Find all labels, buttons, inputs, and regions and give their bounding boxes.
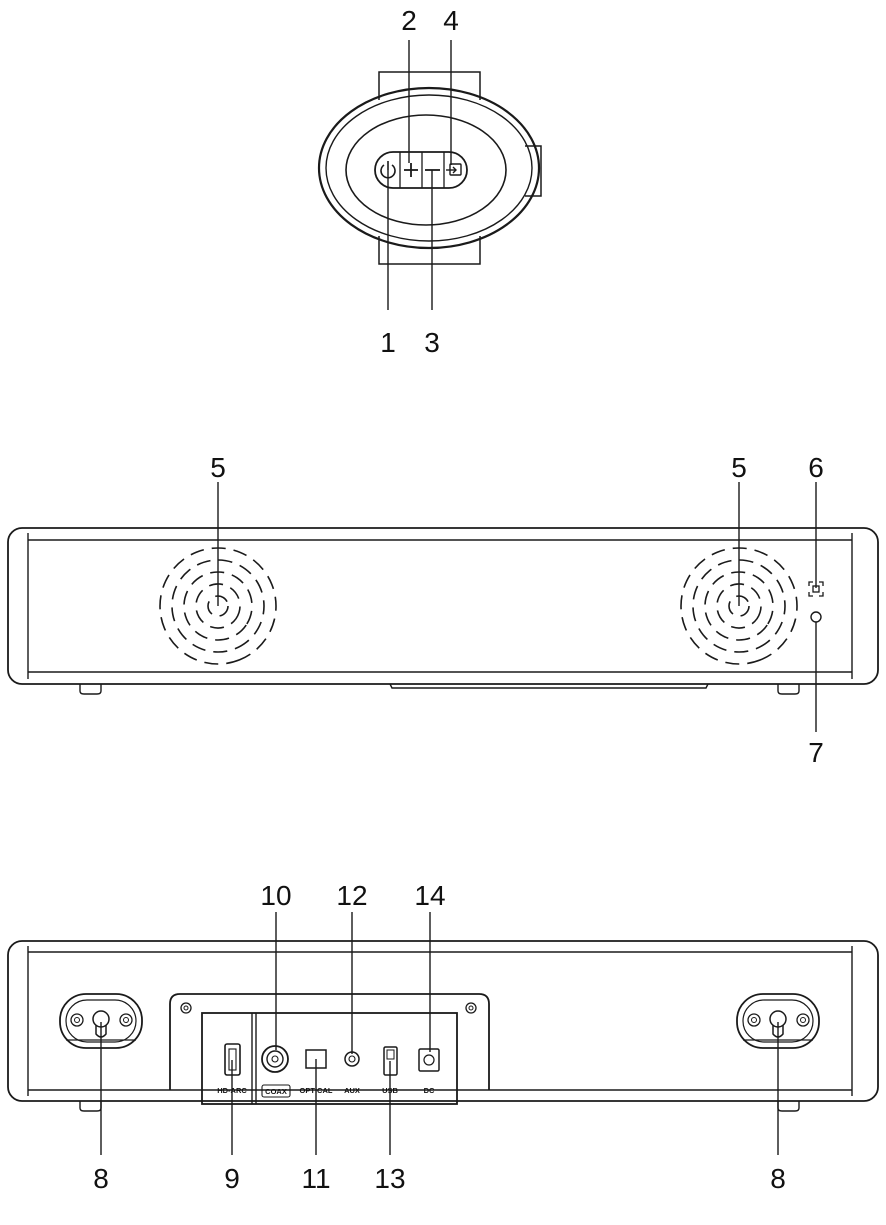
grille-ring [716, 583, 762, 629]
callout-5-left: 5 [210, 452, 226, 483]
callout-8-left: 8 [93, 1163, 109, 1194]
source-icon [446, 163, 462, 176]
front-view [7, 527, 879, 695]
coax-label-box [261, 1084, 291, 1098]
callout-11: 11 [301, 1163, 330, 1194]
front-view-leaders [217, 482, 817, 732]
callout-1: 1 [380, 327, 396, 358]
panel-screw-left-icon [180, 1002, 192, 1014]
callout-2: 2 [401, 5, 417, 36]
grille-ring [704, 571, 774, 641]
panel-screw-right-icon [465, 1002, 477, 1014]
speaker-grille-right [680, 547, 798, 665]
dc-port [418, 1048, 440, 1072]
coax-port [261, 1045, 289, 1073]
grille-ring [183, 571, 253, 641]
led-indicator-icon [810, 611, 822, 623]
callout-7: 7 [808, 737, 824, 768]
callout-3: 3 [424, 327, 440, 358]
callout-13: 13 [374, 1163, 405, 1194]
callout-4: 4 [443, 5, 459, 36]
grille-ring [680, 547, 798, 665]
callout-8-right: 8 [770, 1163, 786, 1194]
callout-5-right: 5 [731, 452, 747, 483]
grille-ring [692, 559, 786, 653]
callout-10: 10 [260, 880, 291, 911]
grille-ring [171, 559, 265, 653]
aux-port [344, 1051, 360, 1067]
grille-ring [195, 583, 241, 629]
side-view-leaders [387, 40, 452, 310]
grille-ring [159, 547, 277, 665]
speaker-grille-left [159, 547, 277, 665]
callout-14: 14 [414, 880, 445, 911]
side-view [317, 71, 542, 265]
callout-12: 12 [336, 880, 367, 911]
coax-label: COAX [265, 1087, 287, 1096]
callout-9: 9 [224, 1163, 240, 1194]
rear-view [7, 940, 879, 1112]
callout-6: 6 [808, 452, 824, 483]
aux-label: AUX [344, 1086, 360, 1095]
dc-label: DC [424, 1086, 435, 1095]
volume-up-icon [404, 163, 418, 177]
rear-view-leaders [100, 912, 779, 1155]
